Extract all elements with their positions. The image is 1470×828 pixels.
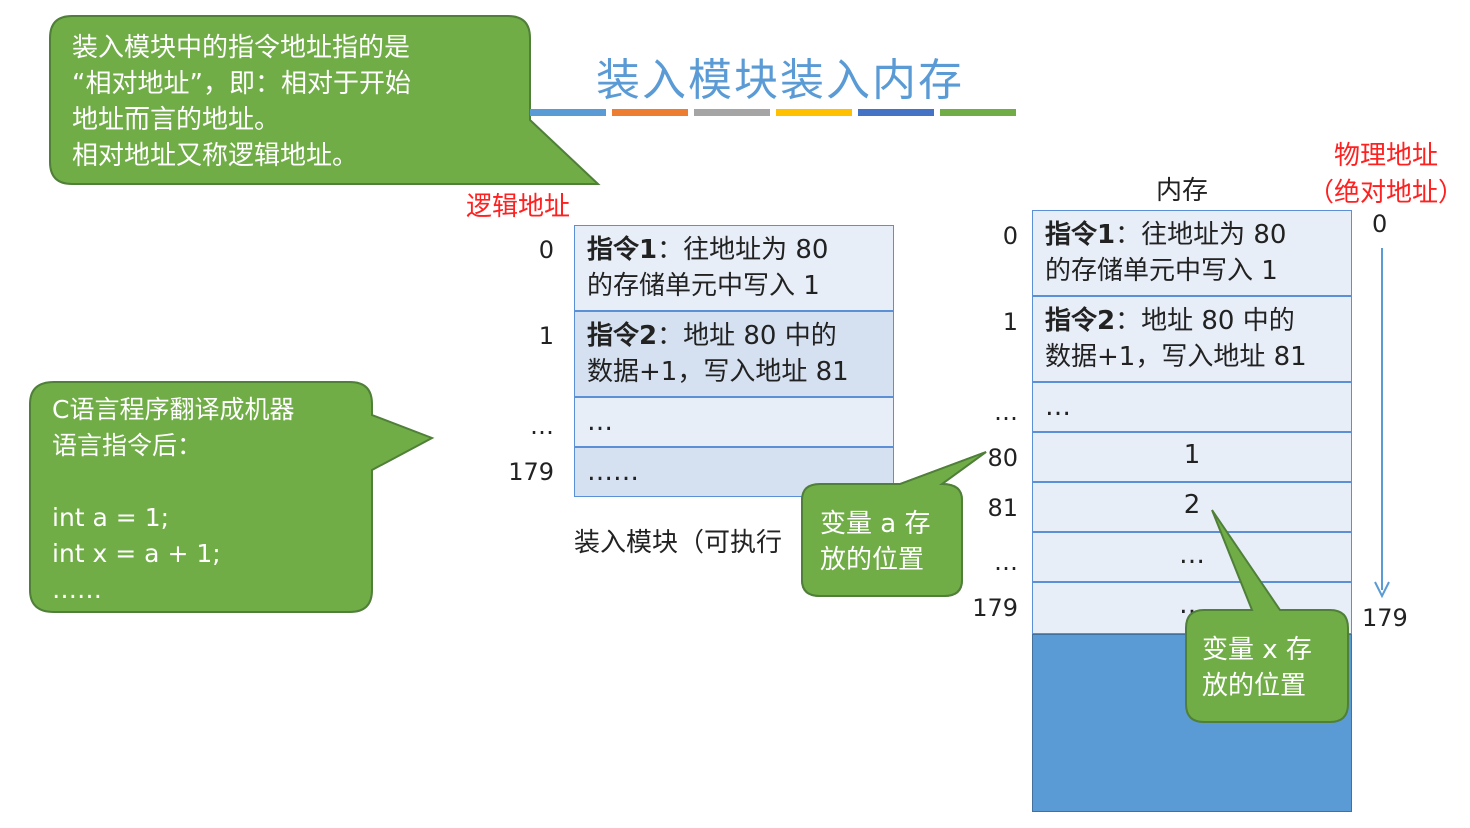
- mem-addr-1: 1: [1002, 308, 1018, 336]
- title-stripe: [612, 109, 688, 116]
- mem-addr-ellipsis-1: …: [994, 398, 1018, 426]
- mem-cell-instr1-bold: 指令1: [1045, 220, 1116, 250]
- logical-addr-0: 0: [538, 236, 554, 264]
- mem-addr-0: 0: [1002, 222, 1018, 250]
- mem-cell-instr2-text: ：地址 80 中的 数据+1，写入地址 81: [1045, 306, 1307, 372]
- logical-cell-instr2-text: ：地址 80 中的 数据+1，写入地址 81: [587, 321, 849, 387]
- logical-cell-instr1: 指令1：往地址为 80 的存储单元中写入 1: [574, 225, 894, 311]
- physical-end: 179: [1362, 604, 1408, 632]
- mem-addr-179: 179: [972, 594, 1018, 622]
- physical-direction-arrow: [1374, 248, 1390, 599]
- title-stripe: [530, 109, 606, 116]
- logical-cell-instr2-bold: 指令2: [587, 321, 658, 351]
- logical-address-label: 逻辑地址: [466, 192, 571, 222]
- memory-label: 内存: [1156, 176, 1209, 206]
- title-stripe: [858, 109, 934, 116]
- logical-addr-1: 1: [538, 322, 554, 350]
- mem-addr-81: 81: [987, 494, 1018, 522]
- mem-cell-ellipsis-1: …: [1032, 382, 1352, 432]
- var-x-bubble: [1185, 509, 1349, 723]
- title-stripe: [694, 109, 770, 116]
- mem-cell-80-value: 1: [1183, 440, 1201, 470]
- mem-addr-80: 80: [987, 444, 1018, 472]
- mem-cell-instr1-text: ：往地址为 80 的存储单元中写入 1: [1045, 220, 1287, 286]
- logical-cell-ellipsis-text: …: [587, 407, 613, 437]
- mem-cell-instr1: 指令1：往地址为 80 的存储单元中写入 1: [1032, 210, 1352, 296]
- c-note-bubble: [29, 381, 435, 613]
- physical-start: 0: [1372, 210, 1388, 238]
- logical-addr-ellipsis: …: [530, 412, 554, 440]
- slide-title: 装入模块装入内存: [596, 55, 964, 106]
- mem-cell-81-value: 2: [1183, 490, 1201, 520]
- mem-cell-ellipsis-2-text: …: [1179, 540, 1205, 570]
- top-note-bubble: [49, 15, 601, 185]
- mem-cell-instr2: 指令2：地址 80 中的 数据+1，写入地址 81: [1032, 296, 1352, 382]
- logical-addr-179: 179: [508, 458, 554, 486]
- title-stripe: [776, 109, 852, 116]
- mem-cell-81: 2: [1032, 482, 1352, 532]
- logical-cell-instr2: 指令2：地址 80 中的 数据+1，写入地址 81: [574, 311, 894, 397]
- var-a-bubble-front: [801, 451, 987, 597]
- mem-cell-ellipsis-2: …: [1032, 532, 1352, 582]
- logical-cell-instr1-bold: 指令1: [587, 235, 658, 265]
- logical-cell-last-text: ……: [587, 457, 639, 487]
- mem-addr-ellipsis-2: …: [994, 548, 1018, 576]
- logical-cell-instr1-text: ：往地址为 80 的存储单元中写入 1: [587, 235, 829, 301]
- physical-address-label: 物理地址 （绝对地址）: [1307, 141, 1464, 208]
- var-a-text-front: 变量 a 存 放的位置: [820, 509, 931, 575]
- load-module-caption: 装入模块（可执行: [574, 528, 783, 558]
- var-x-text: 变量 x 存 放的位置: [1202, 635, 1312, 701]
- c-note-text: C语言程序翻译成机器 语言指令后： int a = 1; int x = a +…: [52, 395, 295, 604]
- logical-cell-ellipsis: …: [574, 397, 894, 447]
- mem-cell-ellipsis-1-text: …: [1045, 392, 1071, 422]
- top-note-text: 装入模块中的指令地址指的是 “相对地址”，即：相对于开始 地址而言的地址。 相对…: [72, 33, 411, 171]
- title-stripe: [940, 109, 1016, 116]
- mem-cell-80: 1: [1032, 432, 1352, 482]
- mem-cell-instr2-bold: 指令2: [1045, 306, 1116, 336]
